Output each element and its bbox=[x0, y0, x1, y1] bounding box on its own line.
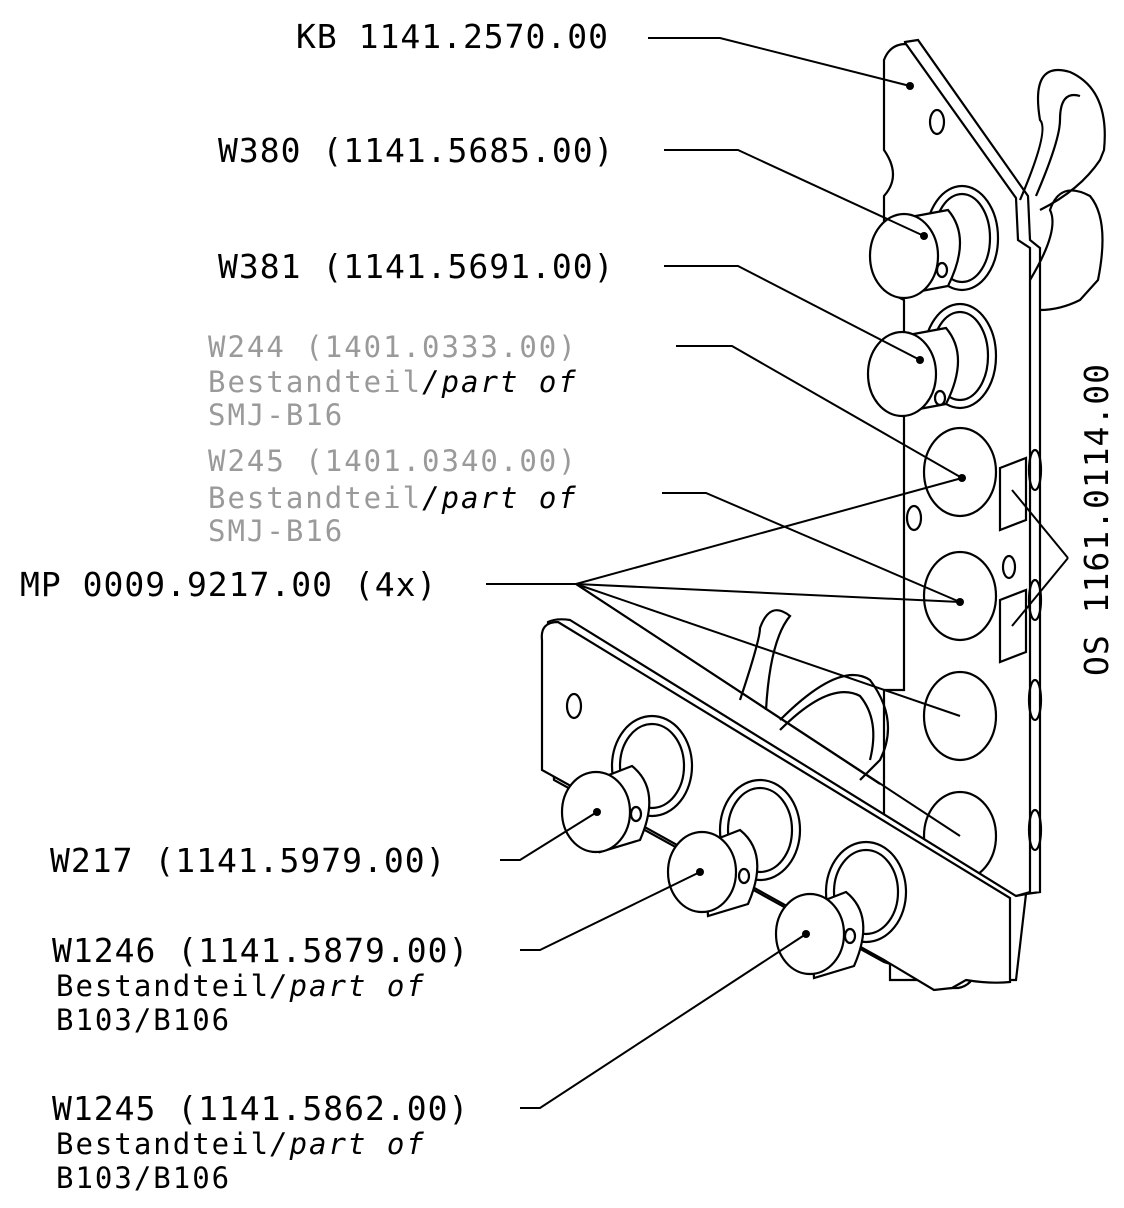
label-os: OS 1161.0114.00 bbox=[1077, 363, 1116, 676]
label-w1245: W1245 (1141.5862.00) bbox=[52, 1089, 469, 1128]
label-w1245-note: Bestandteil/part of bbox=[56, 1127, 426, 1161]
rear-cables bbox=[1018, 68, 1106, 852]
label-w244: W244 (1401.0333.00) bbox=[208, 330, 578, 364]
label-w1246-note-en: /part of bbox=[270, 969, 426, 1003]
connector-w381 bbox=[866, 302, 998, 418]
label-w244-assembly: SMJ-B16 bbox=[208, 398, 344, 432]
label-w1246-note-de: Bestandteil bbox=[56, 969, 270, 1003]
label-w245-note: Bestandteil/part of bbox=[208, 481, 578, 515]
leader-lines bbox=[486, 37, 1069, 1109]
connector-w1245 bbox=[774, 840, 908, 980]
label-w245-note-de: Bestandteil bbox=[208, 481, 422, 515]
label-w1245-assembly: B103/B106 bbox=[56, 1161, 231, 1195]
label-w244-note-en: /part of bbox=[422, 365, 578, 399]
label-w245-assembly: SMJ-B16 bbox=[208, 514, 344, 548]
label-w245-note-en: /part of bbox=[422, 481, 578, 515]
label-w244-note: Bestandteil/part of bbox=[208, 365, 578, 399]
label-w1246: W1246 (1141.5879.00) bbox=[52, 931, 469, 970]
label-w245: W245 (1401.0340.00) bbox=[208, 444, 578, 478]
label-kb: KB 1141.2570.00 bbox=[296, 17, 609, 56]
label-w244-note-de: Bestandteil bbox=[208, 365, 422, 399]
label-w1246-assembly: B103/B106 bbox=[56, 1003, 231, 1037]
connector-w1246 bbox=[666, 778, 802, 918]
label-w217: W217 (1141.5979.00) bbox=[50, 841, 447, 880]
label-w1245-note-en: /part of bbox=[270, 1127, 426, 1161]
os-clips bbox=[998, 456, 1028, 664]
label-w380: W380 (1141.5685.00) bbox=[218, 131, 615, 170]
label-w381: W381 (1141.5691.00) bbox=[218, 247, 615, 286]
label-mp: MP 0009.9217.00 (4x) bbox=[20, 565, 437, 604]
label-w1245-note-de: Bestandteil bbox=[56, 1127, 270, 1161]
connector-w380 bbox=[868, 184, 1000, 300]
label-w1246-note: Bestandteil/part of bbox=[56, 969, 426, 1003]
